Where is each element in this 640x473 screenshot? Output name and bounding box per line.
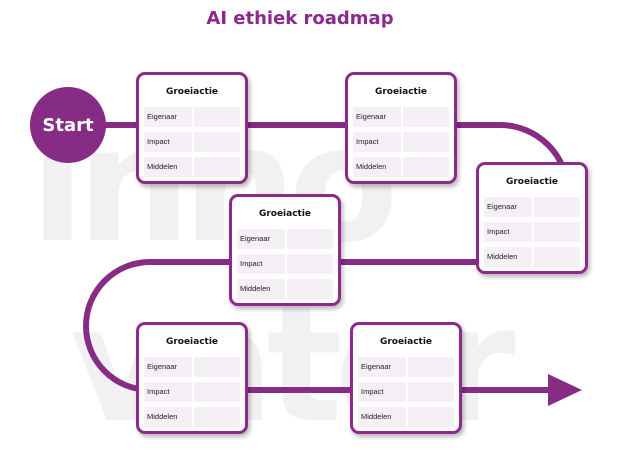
owner-row: Eigenaar bbox=[144, 107, 240, 127]
owner-value-field[interactable] bbox=[408, 357, 454, 377]
impact-label: Impact bbox=[484, 222, 532, 242]
impact-row: Impact bbox=[144, 382, 240, 402]
owner-label: Eigenaar bbox=[353, 107, 401, 127]
start-node: Start bbox=[30, 87, 106, 163]
impact-value-field[interactable] bbox=[287, 254, 333, 274]
owner-row: Eigenaar bbox=[144, 357, 240, 377]
owner-label: Eigenaar bbox=[358, 357, 406, 377]
growth-action-card: Groeiactie Eigenaar Impact Middelen bbox=[350, 322, 462, 434]
resources-row: Middelen bbox=[144, 157, 240, 177]
growth-action-card: Groeiactie Eigenaar Impact Middelen bbox=[136, 322, 248, 434]
impact-row: Impact bbox=[358, 382, 454, 402]
impact-value-field[interactable] bbox=[534, 222, 580, 242]
impact-label: Impact bbox=[353, 132, 401, 152]
resources-label: Middelen bbox=[144, 407, 192, 427]
impact-label: Impact bbox=[144, 382, 192, 402]
owner-row: Eigenaar bbox=[353, 107, 449, 127]
impact-value-field[interactable] bbox=[403, 132, 449, 152]
growth-action-card: Groeiactie Eigenaar Impact Middelen bbox=[136, 72, 248, 184]
owner-label: Eigenaar bbox=[144, 107, 192, 127]
impact-row: Impact bbox=[144, 132, 240, 152]
owner-label: Eigenaar bbox=[144, 357, 192, 377]
impact-value-field[interactable] bbox=[194, 132, 240, 152]
start-label: Start bbox=[42, 114, 94, 136]
resources-value-field[interactable] bbox=[287, 279, 333, 299]
page-title: AI ethiek roadmap bbox=[206, 8, 394, 29]
card-title: Groeiactie bbox=[258, 209, 312, 219]
impact-label: Impact bbox=[358, 382, 406, 402]
card-title: Groeiactie bbox=[379, 337, 433, 347]
owner-value-field[interactable] bbox=[194, 357, 240, 377]
owner-label: Eigenaar bbox=[237, 229, 285, 249]
owner-value-field[interactable] bbox=[534, 197, 580, 217]
resources-label: Middelen bbox=[144, 157, 192, 177]
resources-label: Middelen bbox=[358, 407, 406, 427]
impact-value-field[interactable] bbox=[408, 382, 454, 402]
resources-value-field[interactable] bbox=[534, 247, 580, 267]
growth-action-card: Groeiactie Eigenaar Impact Middelen bbox=[229, 194, 341, 306]
resources-value-field[interactable] bbox=[403, 157, 449, 177]
impact-row: Impact bbox=[237, 254, 333, 274]
growth-action-card: Groeiactie Eigenaar Impact Middelen bbox=[345, 72, 457, 184]
resources-value-field[interactable] bbox=[194, 157, 240, 177]
arrow-head-icon bbox=[548, 374, 582, 406]
resources-row: Middelen bbox=[237, 279, 333, 299]
resources-label: Middelen bbox=[353, 157, 401, 177]
resources-label: Middelen bbox=[484, 247, 532, 267]
card-title: Groeiactie bbox=[165, 337, 219, 347]
card-title: Groeiactie bbox=[165, 87, 219, 97]
impact-label: Impact bbox=[144, 132, 192, 152]
resources-value-field[interactable] bbox=[194, 407, 240, 427]
growth-action-card: Groeiactie Eigenaar Impact Middelen bbox=[476, 162, 588, 274]
impact-value-field[interactable] bbox=[194, 382, 240, 402]
owner-value-field[interactable] bbox=[194, 107, 240, 127]
resources-row: Middelen bbox=[484, 247, 580, 267]
resources-label: Middelen bbox=[237, 279, 285, 299]
owner-row: Eigenaar bbox=[237, 229, 333, 249]
owner-label: Eigenaar bbox=[484, 197, 532, 217]
owner-row: Eigenaar bbox=[358, 357, 454, 377]
resources-value-field[interactable] bbox=[408, 407, 454, 427]
owner-row: Eigenaar bbox=[484, 197, 580, 217]
card-title: Groeiactie bbox=[505, 177, 559, 187]
owner-value-field[interactable] bbox=[403, 107, 449, 127]
resources-row: Middelen bbox=[353, 157, 449, 177]
card-title: Groeiactie bbox=[374, 87, 428, 97]
impact-row: Impact bbox=[353, 132, 449, 152]
owner-value-field[interactable] bbox=[287, 229, 333, 249]
resources-row: Middelen bbox=[144, 407, 240, 427]
impact-label: Impact bbox=[237, 254, 285, 274]
resources-row: Middelen bbox=[358, 407, 454, 427]
impact-row: Impact bbox=[484, 222, 580, 242]
